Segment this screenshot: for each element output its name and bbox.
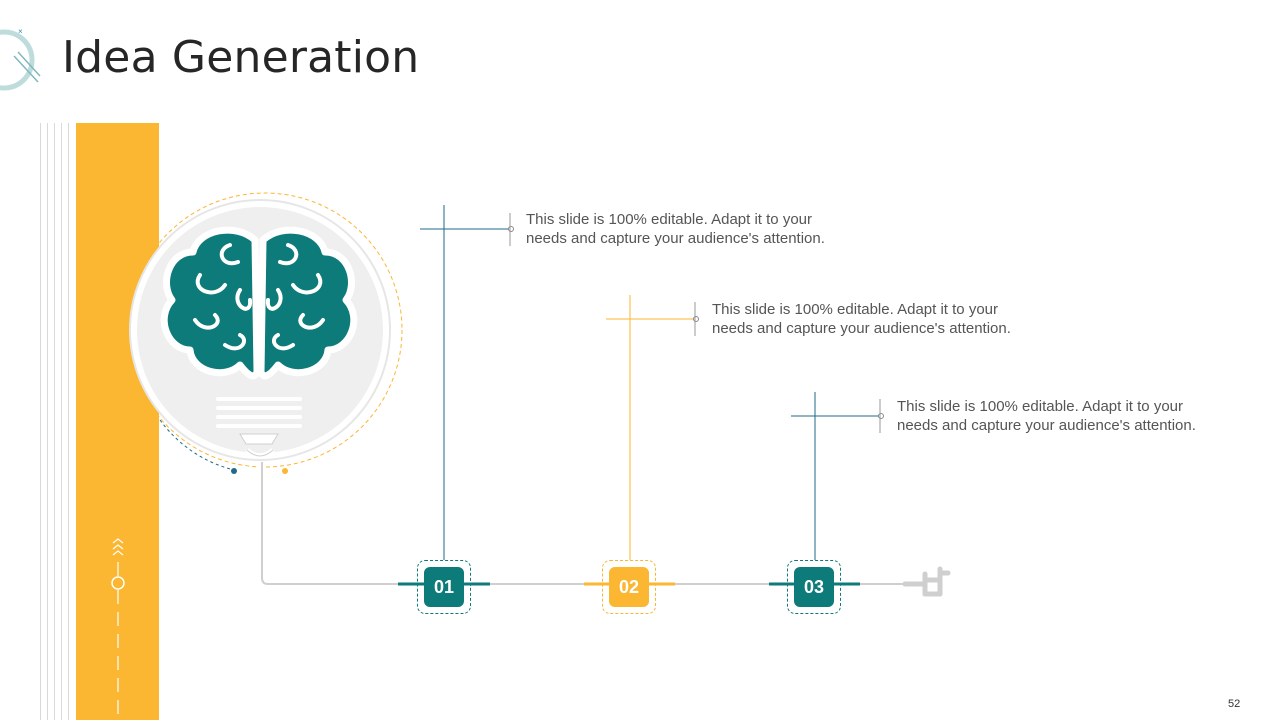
- decor-line: [54, 123, 55, 720]
- step-01-outline: [417, 560, 471, 614]
- page-title: Idea Generation: [62, 32, 420, 83]
- svg-text:×: ×: [18, 27, 23, 36]
- brain-bulb-icon: [160, 226, 358, 459]
- page-number: 52: [1228, 698, 1241, 710]
- step-03-description: This slide is 100% editable. Adapt it to…: [897, 398, 1196, 434]
- plug-icon: [902, 566, 951, 597]
- decor-line: [61, 123, 62, 720]
- step-03-outline: [787, 560, 841, 614]
- decor-line: [40, 123, 41, 720]
- decor-line: [68, 123, 69, 720]
- step-01-badge: 01: [424, 567, 464, 607]
- step-02-badge: 02: [609, 567, 649, 607]
- chevron-up-icon: [112, 538, 124, 556]
- decor-line: [47, 123, 48, 720]
- circle-logo-icon: ×: [0, 27, 41, 91]
- step-02-description: This slide is 100% editable. Adapt it to…: [712, 301, 1011, 337]
- step-01-description: This slide is 100% editable. Adapt it to…: [526, 211, 825, 247]
- step-02-outline: [602, 560, 656, 614]
- step-03-badge: 03: [794, 567, 834, 607]
